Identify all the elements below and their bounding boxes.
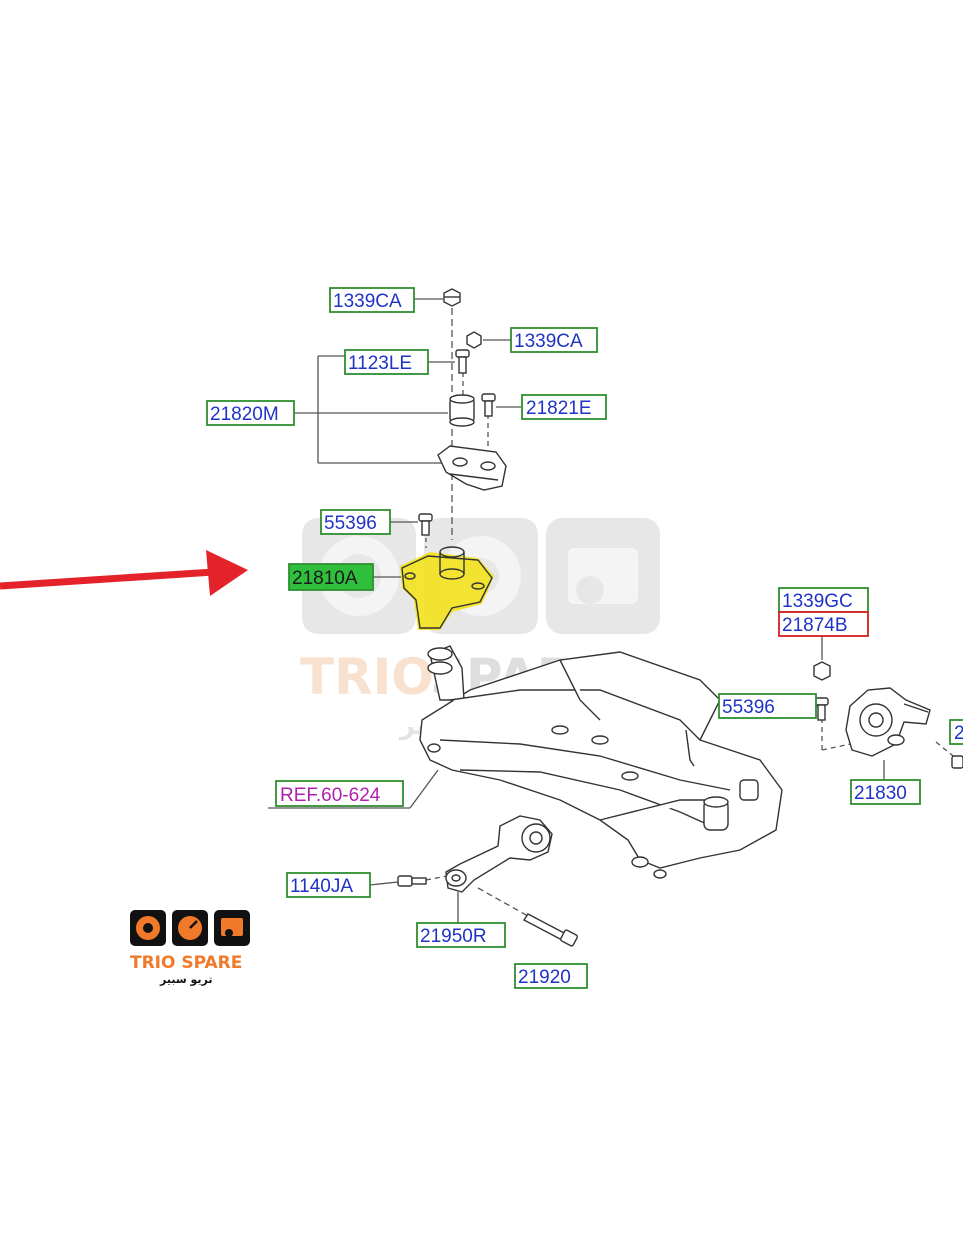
label-1123le[interactable]: 1123LE <box>344 349 429 375</box>
label-text: 55396 <box>324 513 377 534</box>
bolt-icon <box>481 393 496 417</box>
label-text: 21874B <box>782 615 848 636</box>
logo-arabic-text: تريو سبير <box>159 973 212 986</box>
logo-brand-text: TRIO SPARE <box>130 953 242 973</box>
label-text: 1140JA <box>290 876 353 897</box>
label-text: 21821E <box>526 398 592 419</box>
label-text: 21830 <box>854 783 907 804</box>
bolt-icon <box>951 755 963 769</box>
label-21810a[interactable]: 21810A <box>288 563 374 591</box>
label-text: 21950R <box>420 926 487 947</box>
bolt-icon <box>455 349 470 374</box>
bushing-icon <box>449 394 475 427</box>
label-55396-right[interactable]: 55396 <box>718 693 817 719</box>
part-labels: 1339CA 1339CA 1123LE 21820M 21821E 55396… <box>206 287 963 989</box>
label-21950r[interactable]: 21950R <box>416 922 506 948</box>
label-1339ca-top[interactable]: 1339CA <box>329 287 415 313</box>
label-1339gc[interactable]: 1339GC <box>778 587 869 613</box>
nut-icon <box>443 288 461 307</box>
label-55396-top[interactable]: 55396 <box>320 509 391 535</box>
roll-rod-parts <box>397 815 578 947</box>
bolt-icon <box>397 875 427 887</box>
bolt-icon <box>522 913 578 947</box>
label-text: 21820M <box>210 404 279 425</box>
label-text: 1339CA <box>514 331 583 352</box>
label-21920[interactable]: 21920 <box>514 963 588 989</box>
label-21874b[interactable]: 21874B <box>778 611 869 637</box>
label-text: 1339CA <box>333 291 402 312</box>
label-text: 21810A <box>292 568 358 589</box>
transmission-mount-icon <box>845 687 931 757</box>
trio-spare-logo: TRIO SPARE تريو سبير <box>130 910 250 986</box>
label-text: 1123LE <box>348 353 412 374</box>
label-1339ca-right[interactable]: 1339CA <box>510 327 598 353</box>
engine-mount-highlighted[interactable] <box>400 546 494 630</box>
label-text: 2 <box>954 723 963 744</box>
watermark-brand-a: TRIO <box>300 648 434 706</box>
upper-mount-parts <box>418 288 507 536</box>
nut-icon <box>466 331 482 349</box>
bolt-icon <box>814 697 829 721</box>
label-21830[interactable]: 21830 <box>850 779 921 805</box>
label-21820m[interactable]: 21820M <box>206 400 295 426</box>
label-text: REF.60-624 <box>280 785 381 806</box>
red-arrow-icon <box>0 550 248 596</box>
label-text: 1339GC <box>782 591 853 612</box>
transmission-mount-parts <box>813 661 963 769</box>
label-text: 21920 <box>518 967 571 988</box>
bolt-icon <box>418 513 433 536</box>
nut-icon <box>813 661 831 681</box>
roll-rod-icon <box>445 815 553 893</box>
label-1140ja[interactable]: 1140JA <box>286 872 371 898</box>
label-21821e[interactable]: 21821E <box>521 394 607 420</box>
front-subframe <box>419 645 783 879</box>
label-text: 55396 <box>722 697 775 718</box>
label-ref-60-624[interactable]: REF.60-624 <box>275 780 404 807</box>
mount-bracket-icon <box>437 445 507 491</box>
label-partial-cut[interactable]: 2 <box>949 719 963 745</box>
